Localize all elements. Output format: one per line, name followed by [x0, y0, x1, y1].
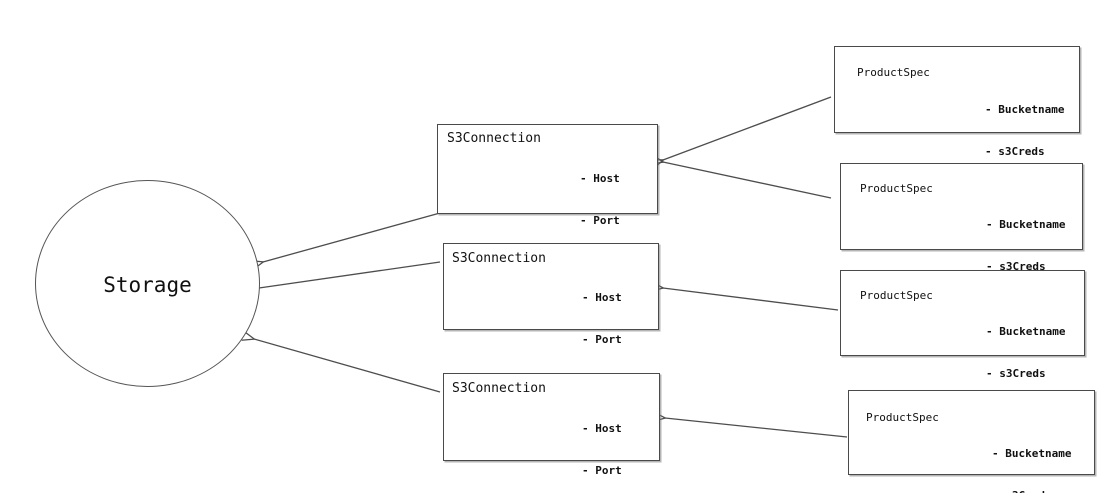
productspec-attrs-3: - Bucketname - s3Creds	[986, 297, 1065, 409]
attr-bucketname: - Bucketname	[986, 325, 1066, 338]
attr-s3creds: - s3Creds	[992, 489, 1071, 493]
attr-s3creds: - s3Creds	[986, 367, 1046, 380]
s3connection-attrs-3: - Host - Port - TLS	[582, 394, 622, 493]
edge-spec4-to-conn3	[665, 418, 848, 438]
productspec-attrs-1: - Bucketname - s3Creds	[985, 75, 1064, 187]
productspec-box-2[interactable]	[840, 163, 1083, 250]
storage-node[interactable]	[35, 180, 260, 387]
productspec-title-2: ProductSpec	[860, 182, 933, 195]
attr-host: - Host	[580, 172, 620, 185]
s3connection-title-1: S3Connection	[447, 131, 541, 146]
s3connection-title-2: S3Connection	[452, 251, 546, 266]
productspec-box-1[interactable]	[834, 46, 1080, 133]
s3connection-title-3: S3Connection	[452, 381, 546, 396]
edge-conn3-to-storage	[254, 339, 441, 393]
edge-spec1-to-conn1	[663, 96, 832, 160]
attr-bucketname: - Bucketname	[985, 103, 1065, 116]
edge-conn1-to-storage	[263, 212, 441, 262]
s3connection-box-2[interactable]	[443, 243, 659, 330]
attr-port: - Port	[582, 333, 622, 346]
productspec-title-4: ProductSpec	[866, 411, 939, 424]
s3connection-box-3[interactable]	[443, 373, 660, 461]
attr-bucketname: - Bucketname	[986, 218, 1066, 231]
attr-port: - Port	[580, 214, 620, 227]
productspec-title-1: ProductSpec	[857, 66, 930, 79]
attr-bucketname: - Bucketname	[992, 447, 1072, 460]
attr-s3creds: - s3Creds	[986, 260, 1046, 273]
attr-s3creds: - s3Creds	[985, 145, 1045, 158]
edge-spec2-to-conn1	[663, 162, 832, 199]
edge-conn2-to-storage	[259, 261, 441, 288]
attr-host: - Host	[582, 422, 622, 435]
productspec-box-4[interactable]	[848, 390, 1095, 475]
productspec-attrs-4: - Bucketname - s3Creds	[992, 419, 1071, 493]
storage-label: Storage	[103, 273, 192, 297]
s3connection-box-1[interactable]	[437, 124, 658, 214]
productspec-box-3[interactable]	[840, 270, 1085, 356]
productspec-title-3: ProductSpec	[860, 289, 933, 302]
attr-port: - Port	[582, 464, 622, 477]
productspec-attrs-2: - Bucketname - s3Creds	[986, 190, 1065, 302]
edge-spec3-to-conn2	[663, 288, 839, 311]
attr-host: - Host	[582, 291, 622, 304]
